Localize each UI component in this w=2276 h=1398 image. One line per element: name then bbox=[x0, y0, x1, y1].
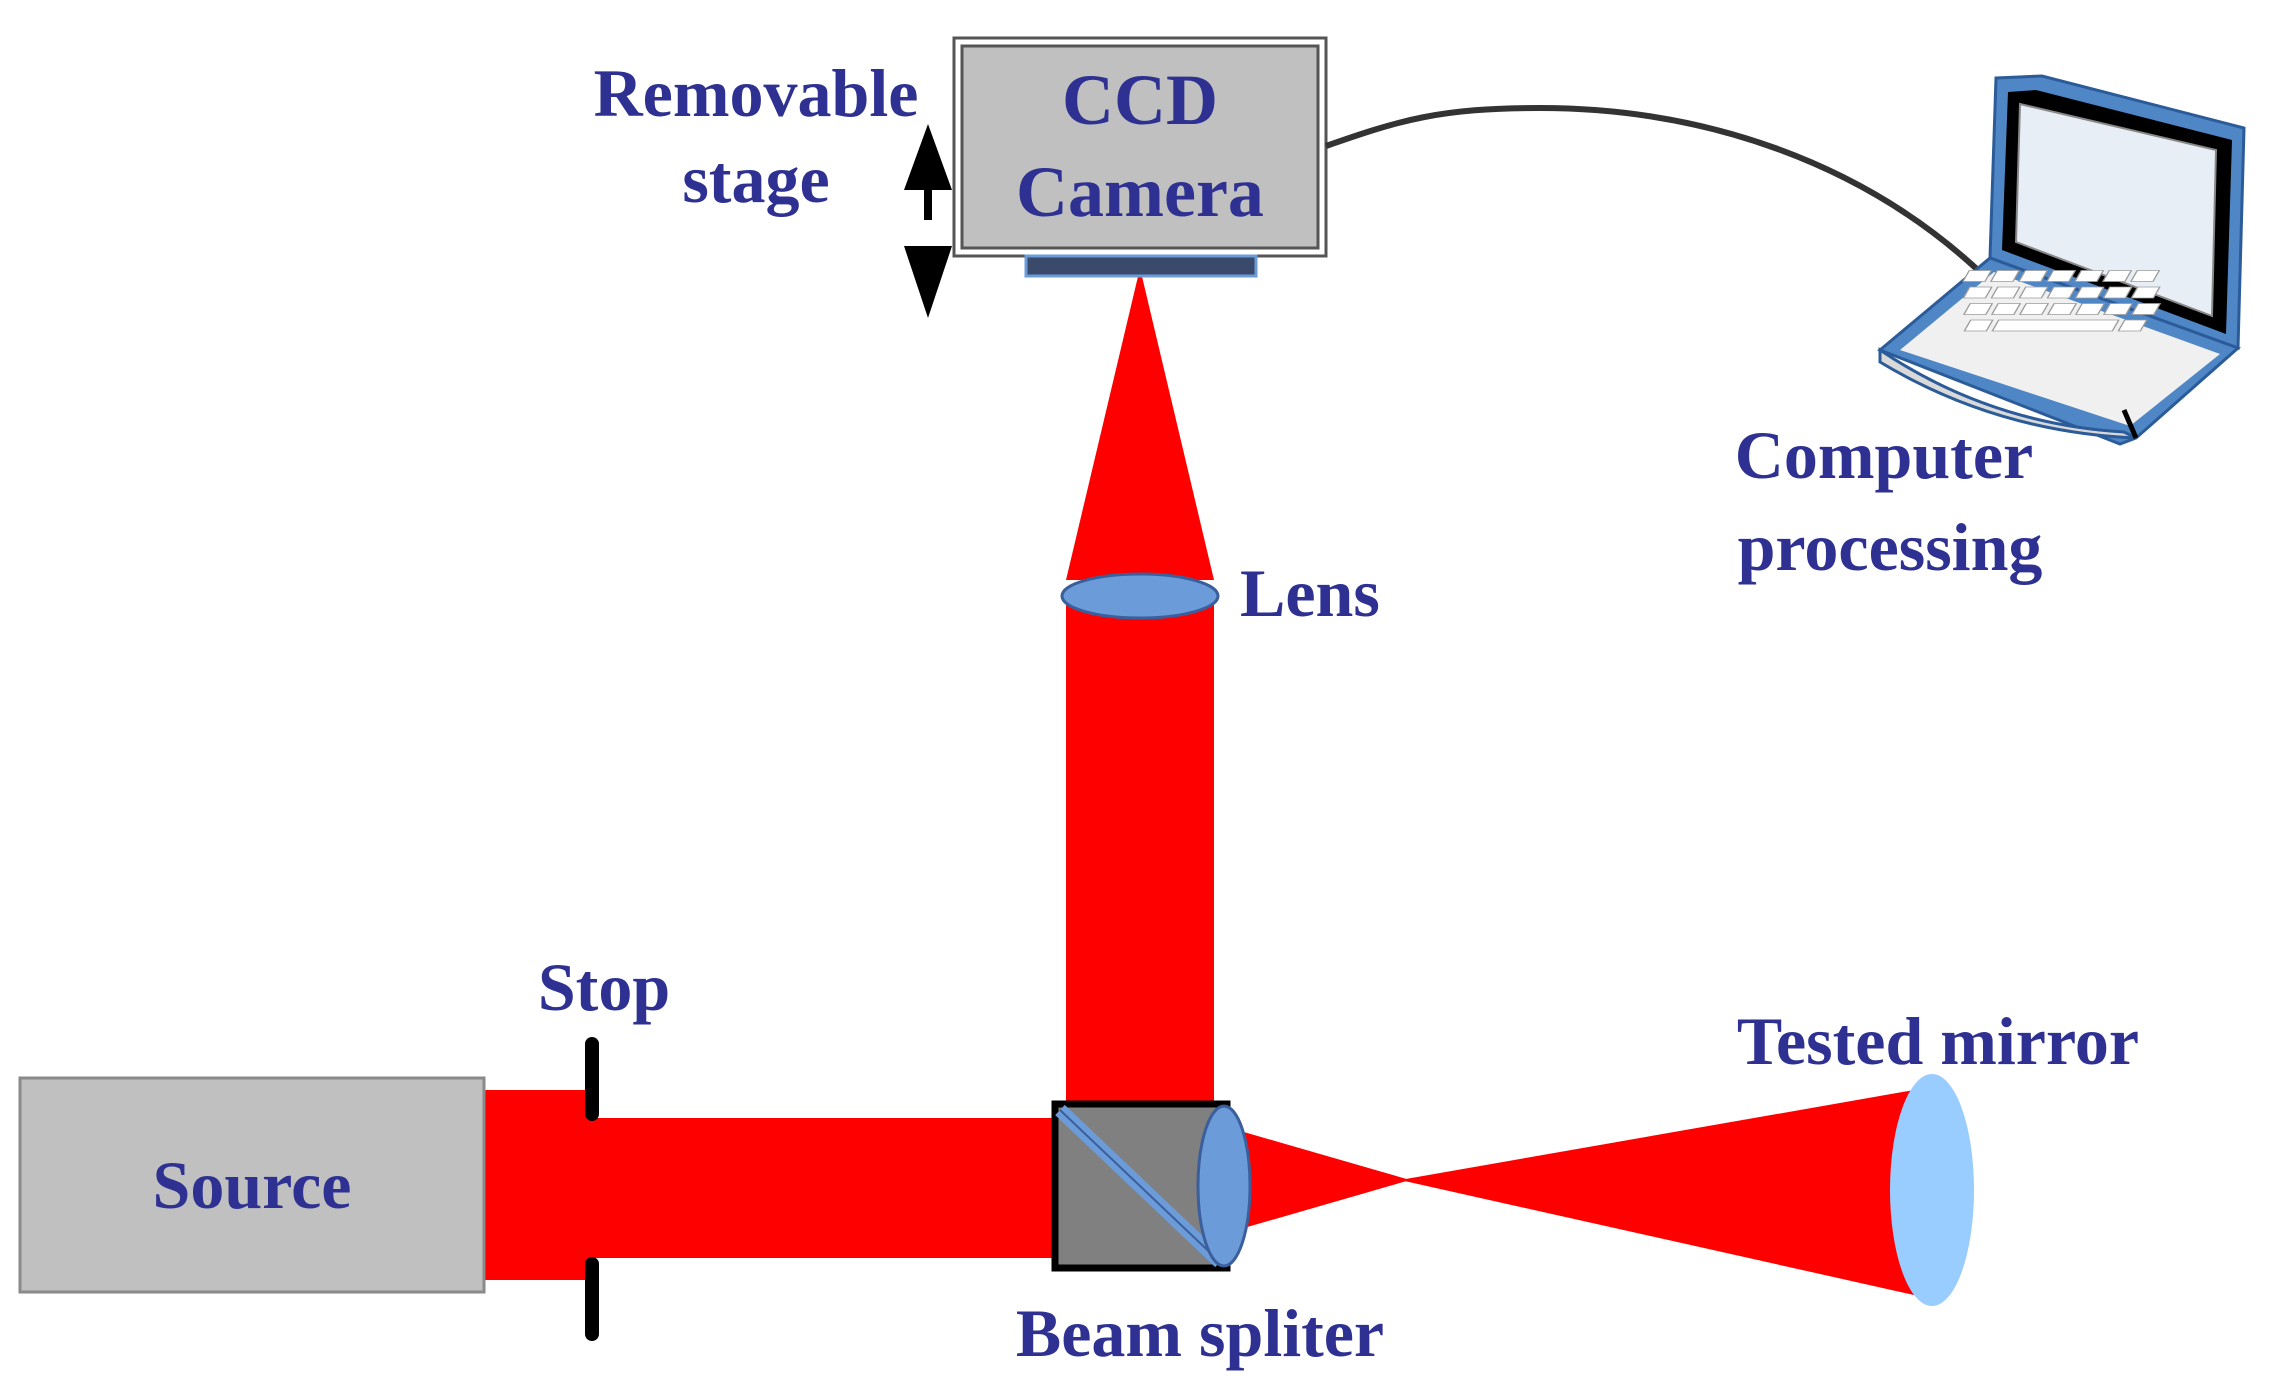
laptop-hinge-side bbox=[2121, 409, 2139, 439]
splitter-output-lens bbox=[1196, 1104, 1252, 1268]
lens bbox=[1060, 572, 1220, 620]
lens-label: Lens bbox=[1240, 555, 1380, 631]
stop-label: Stop bbox=[538, 949, 670, 1025]
laser-beams bbox=[484, 268, 1914, 1295]
beam-focus-to-mirror bbox=[1400, 1090, 1914, 1295]
arrow-down-head bbox=[904, 246, 952, 318]
beam-splitter-label: Beam spliter bbox=[1016, 1295, 1384, 1371]
camera-body bbox=[960, 44, 1320, 250]
cube-diagonal-edge bbox=[1059, 1109, 1221, 1263]
laptop-keys bbox=[1961, 270, 2162, 332]
beam-splitter-to-lens bbox=[1066, 595, 1214, 1105]
beam-source-to-stop bbox=[484, 1090, 590, 1280]
removable-stage-label-line2: stage bbox=[682, 141, 829, 217]
tested-mirror-label: Tested mirror bbox=[1737, 1003, 2139, 1079]
removable-stage-label-line1: Removable bbox=[594, 55, 919, 131]
laptop-icon bbox=[1877, 74, 2246, 446]
camera-cable bbox=[1325, 104, 1983, 275]
beam-stop-to-splitter bbox=[590, 1118, 1056, 1258]
tested-mirror bbox=[1890, 1074, 1974, 1306]
ccd-label-line2: Camera bbox=[1016, 152, 1264, 232]
laptop-screen bbox=[2014, 102, 2218, 318]
computer-label-line1: Computer bbox=[1735, 417, 2033, 493]
source-box bbox=[18, 1076, 486, 1294]
ccd-camera bbox=[952, 36, 1328, 278]
arrow-up-head bbox=[904, 124, 952, 190]
camera-sensor bbox=[1024, 254, 1258, 278]
computer-label-line2: processing bbox=[1738, 509, 2043, 585]
beam-splitter-to-focus bbox=[1230, 1128, 1410, 1232]
ccd-label-line1: CCD bbox=[1062, 60, 1218, 140]
source-label: Source bbox=[153, 1147, 352, 1223]
beam-lens-to-camera bbox=[1066, 268, 1214, 580]
removable-stage-arrow bbox=[904, 124, 952, 318]
